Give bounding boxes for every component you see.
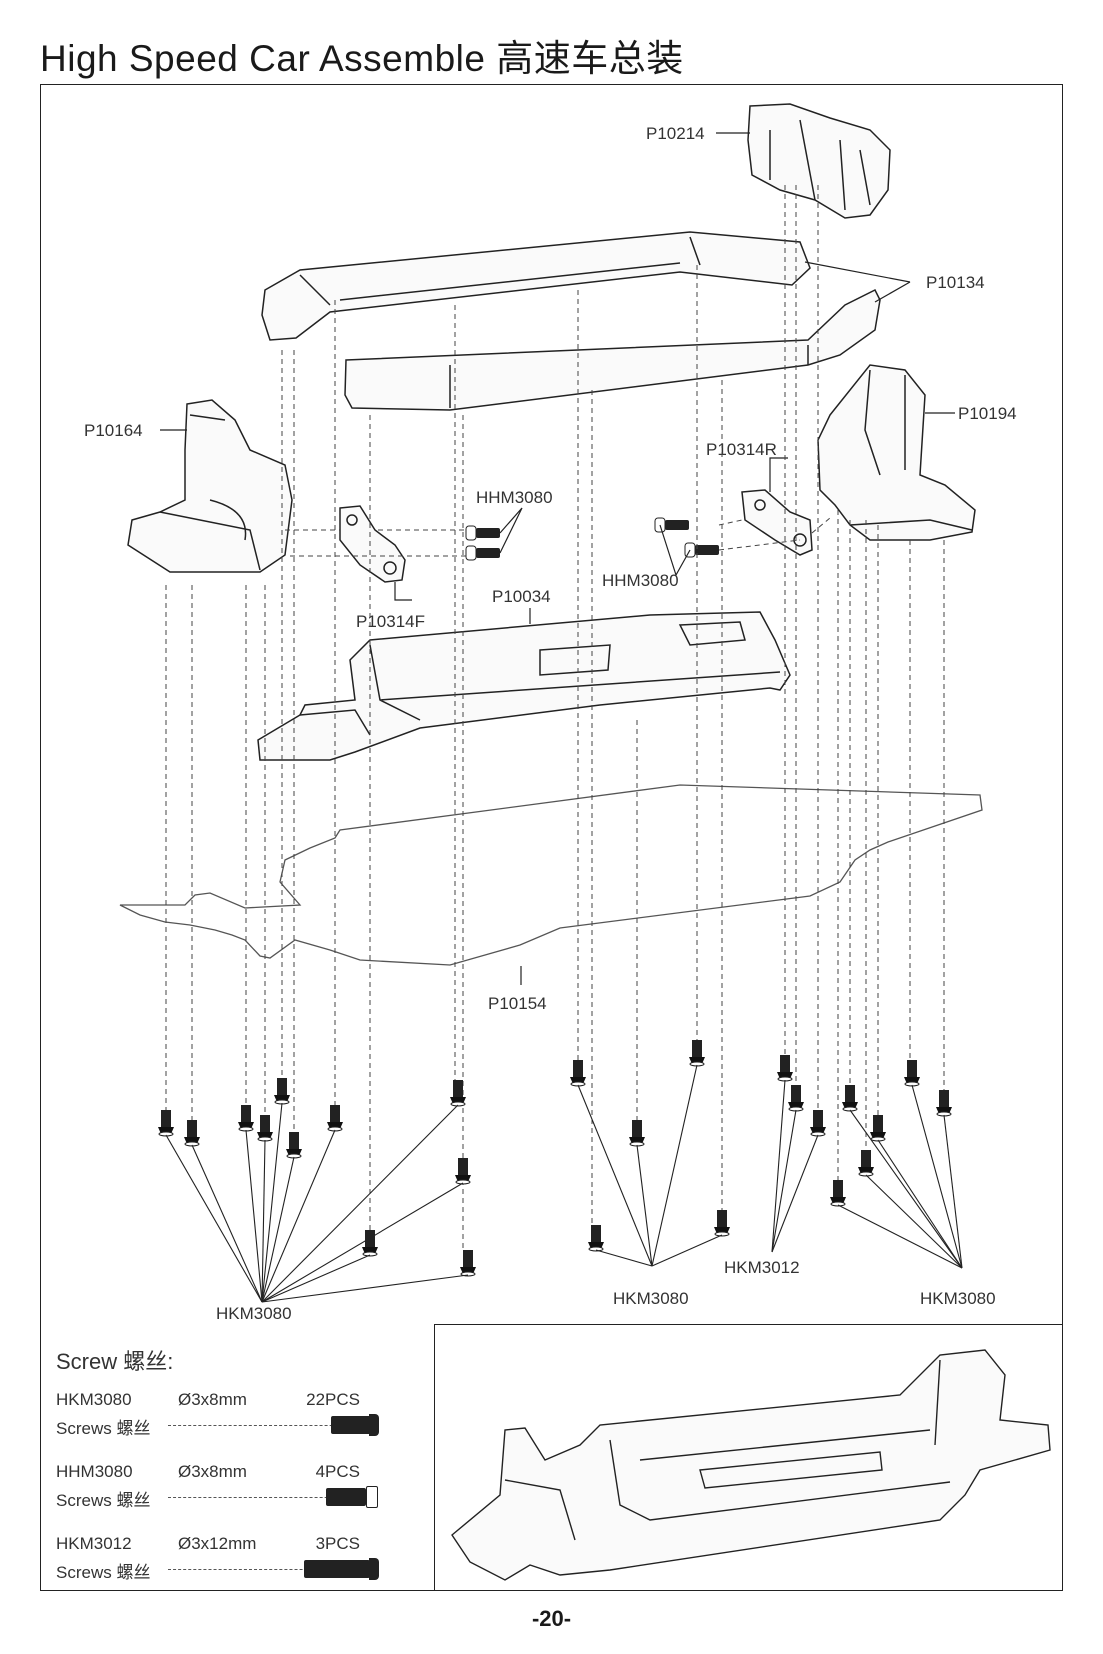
label-p10034: P10034 [492, 587, 551, 606]
legend-code: HKM3080 [56, 1390, 132, 1409]
part-p10034 [257, 611, 791, 761]
part-p10134-top [261, 231, 811, 341]
label-hkm3012: HKM3012 [724, 1258, 800, 1277]
label-hkm3080-left: HKM3080 [216, 1304, 292, 1323]
screw-legend: Screw 螺丝: HKM3080 Ø3x8mm 22PCS Screws 螺丝… [56, 1344, 379, 1606]
legend-qty: 3PCS [315, 1534, 360, 1553]
label-hhm3080-a: HHM3080 [476, 488, 553, 507]
label-p10314r: P10314R [706, 440, 777, 459]
part-p10314f [339, 505, 406, 583]
assembled-view-frame [434, 1324, 1063, 1591]
part-p10154 [119, 784, 983, 966]
hkm3080-screws-bottom [157, 1039, 953, 1277]
legend-size: Ø3x8mm [178, 1462, 247, 1481]
legend-code: HKM3012 [56, 1534, 132, 1553]
page-number: -20- [531, 1606, 572, 1631]
leader-fans [165, 1064, 963, 1303]
legend-qty: 22PCS [306, 1390, 360, 1409]
countersunk-screw-icon [304, 1560, 370, 1578]
label-p10134: P10134 [926, 273, 985, 292]
assembly-dashes-vertical [165, 185, 945, 1250]
label-p10164: P10164 [84, 421, 143, 440]
label-p10154: P10154 [488, 994, 547, 1013]
label-hkm3080-right: HKM3080 [920, 1289, 996, 1308]
legend-size: Ø3x12mm [178, 1534, 257, 1553]
legend-desc: Screws 螺丝 [56, 1563, 151, 1582]
countersunk-screw-icon [331, 1416, 371, 1434]
label-p10314f: P10314F [356, 612, 425, 631]
assembled-car-illustration [451, 1349, 1051, 1581]
assembly-dashes-horizontal [285, 517, 831, 557]
label-p10194: P10194 [958, 404, 1017, 423]
legend-screw-hhm3080: Screws 螺丝 [56, 1486, 378, 1516]
legend-code: HHM3080 [56, 1462, 133, 1481]
page-title: High Speed Car Assemble 高速车总装 [40, 38, 684, 79]
legend-screw-hkm3080: Screws 螺丝 [56, 1414, 379, 1444]
legend-title: Screw 螺丝: [56, 1349, 174, 1374]
part-p10314r [741, 489, 813, 556]
part-p10194 [817, 364, 976, 541]
legend-size: Ø3x8mm [178, 1390, 247, 1409]
part-p10214 [747, 103, 891, 219]
legend-desc: Screws 螺丝 [56, 1419, 151, 1438]
legend-row-hkm3012: HKM3012 Ø3x12mm 3PCS [56, 1534, 360, 1558]
part-p10134-bottom [344, 288, 881, 411]
legend-qty: 4PCS [315, 1462, 360, 1481]
label-hhm3080-b: HHM3080 [602, 571, 679, 590]
legend-desc: Screws 螺丝 [56, 1491, 151, 1510]
part-p10164 [127, 399, 293, 573]
legend-row-hkm3080: HKM3080 Ø3x8mm 22PCS [56, 1390, 360, 1414]
label-hkm3080-mid: HKM3080 [613, 1289, 689, 1308]
label-p10214: P10214 [646, 124, 705, 143]
legend-screw-hkm3012: Screws 螺丝 [56, 1558, 379, 1588]
cap-screw-icon [326, 1488, 366, 1506]
legend-row-hhm3080: HHM3080 Ø3x8mm 4PCS [56, 1462, 360, 1486]
